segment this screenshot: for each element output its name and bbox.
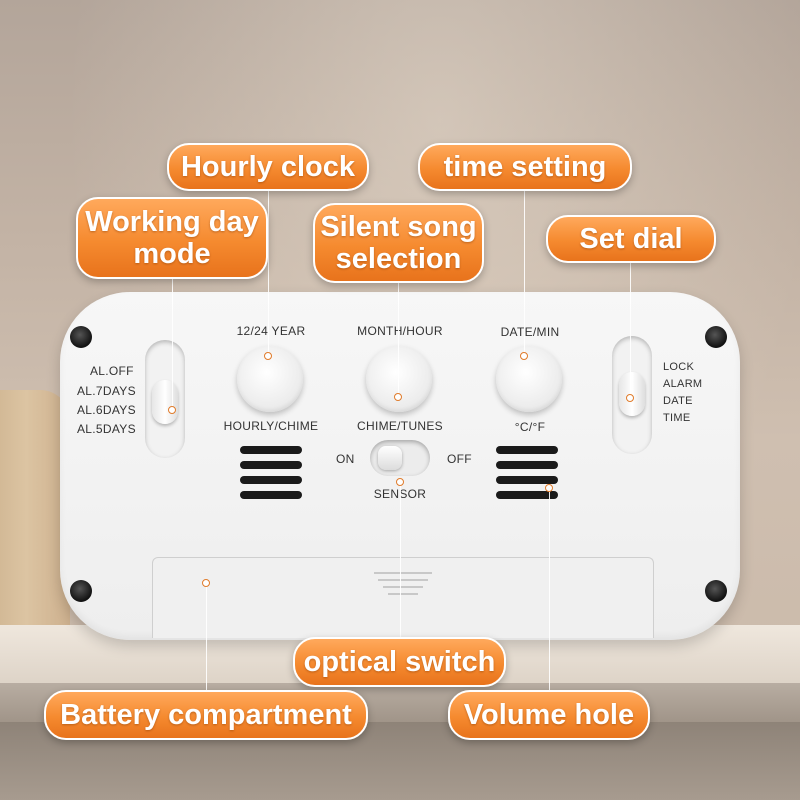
button-3-top-label: DATE/MIN (500, 325, 560, 339)
pointer-dot (545, 484, 553, 492)
vent-slot (496, 491, 558, 499)
time-setting-button[interactable] (496, 346, 562, 412)
callout-working-day-mode: Working day mode (76, 197, 268, 279)
callout-optical-switch: optical switch (293, 637, 506, 687)
leader-line (630, 260, 631, 398)
button-1-bottom-label: HOURLY/CHIME (223, 419, 319, 433)
leader-line (524, 188, 525, 356)
vent-slot (240, 446, 302, 454)
button-3-bottom-label: °C/°F (514, 420, 546, 434)
vent-slot (496, 476, 558, 484)
switch-on-label: ON (336, 452, 355, 466)
pointer-dot (520, 352, 528, 360)
leader-line (398, 282, 399, 397)
screw-top-left (70, 326, 92, 348)
switch-off-label: OFF (447, 452, 472, 466)
switch-sensor-label: SENSOR (374, 487, 426, 501)
working-day-slider[interactable] (145, 340, 185, 458)
pointer-dot (394, 393, 402, 401)
vent-slot (240, 461, 302, 469)
button-2-bottom-label: CHIME/TUNES (357, 419, 443, 433)
optical-sensor-switch[interactable] (370, 440, 430, 476)
vent-slot (496, 446, 558, 454)
battery-grip-line (378, 579, 428, 581)
screw-bottom-right (705, 580, 727, 602)
screw-top-right (705, 326, 727, 348)
slider-option-al-6days: AL.6DAYS (77, 403, 136, 417)
battery-grip-line (383, 586, 423, 588)
working-day-slider-knob[interactable] (152, 380, 178, 424)
callout-set-dial: Set dial (546, 215, 716, 263)
button-2-top-label: MONTH/HOUR (357, 324, 443, 338)
song-selection-button[interactable] (366, 346, 432, 412)
pointer-dot (626, 394, 634, 402)
vent-slot (240, 476, 302, 484)
callout-hourly-clock: Hourly clock (167, 143, 369, 191)
callout-battery-compartment: Battery compartment (44, 690, 368, 740)
dial-option-alarm: ALARM (663, 378, 703, 390)
pointer-dot (202, 579, 210, 587)
leader-line (400, 482, 401, 638)
dial-option-date: DATE (663, 395, 693, 407)
pointer-dot (396, 478, 404, 486)
callout-volume-hole: Volume hole (448, 690, 650, 740)
dial-option-lock: LOCK (663, 361, 695, 373)
callout-time-setting: time setting (418, 143, 632, 191)
slider-option-al-5days: AL.5DAYS (77, 422, 136, 436)
vent-slot (240, 491, 302, 499)
callout-silent-song-selection: Silent song selection (313, 203, 484, 283)
vent-slot (496, 461, 558, 469)
dial-option-time: TIME (663, 412, 691, 424)
button-1-top-label: 12/24 YEAR (236, 324, 306, 338)
leader-line (549, 488, 550, 690)
screw-bottom-left (70, 580, 92, 602)
leader-line (172, 276, 173, 410)
battery-grip-line (388, 593, 418, 595)
leader-line (268, 188, 269, 356)
pointer-dot (264, 352, 272, 360)
battery-cover[interactable] (152, 557, 654, 638)
pointer-dot (168, 406, 176, 414)
leader-line (206, 583, 207, 691)
battery-grip-line (374, 572, 432, 574)
slider-option-al-7days: AL.7DAYS (77, 384, 136, 398)
slider-option-al-off: AL.OFF (90, 364, 134, 378)
optical-sensor-switch-knob[interactable] (378, 446, 402, 470)
